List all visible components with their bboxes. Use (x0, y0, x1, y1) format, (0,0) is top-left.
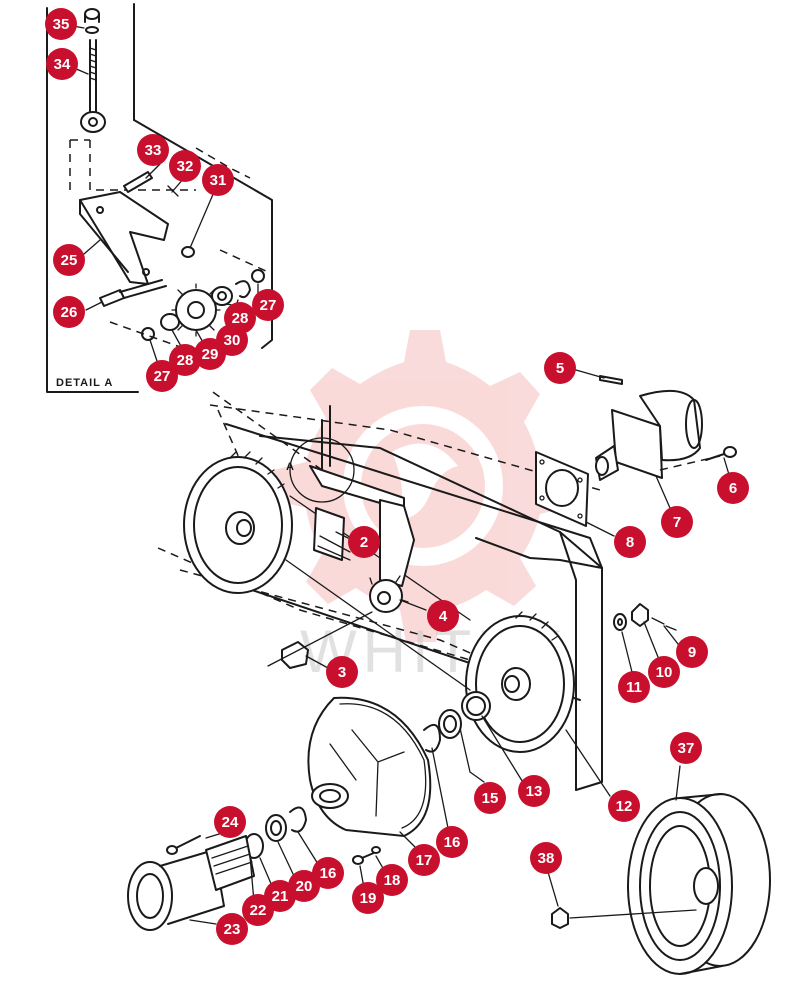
svg-text:27: 27 (260, 297, 277, 314)
svg-text:15: 15 (482, 790, 499, 807)
hydraulic-motor (595, 389, 721, 481)
svg-text:29: 29 (202, 346, 219, 363)
svg-text:11: 11 (626, 679, 642, 696)
callout-23: 23 (216, 913, 248, 945)
svg-text:25: 25 (61, 252, 78, 269)
callout-33: 33 (137, 134, 169, 166)
callout-18: 18 (376, 864, 408, 896)
svg-text:3: 3 (338, 664, 346, 681)
main-assembly: A (127, 375, 771, 975)
svg-text:37: 37 (678, 740, 695, 757)
callout-8: 8 (614, 526, 646, 558)
callout-27-lower: 27 (146, 360, 178, 392)
spider-bracket (307, 696, 432, 837)
callout-13: 13 (518, 775, 550, 807)
svg-text:33: 33 (145, 142, 162, 159)
callout-2: 2 (348, 526, 380, 558)
callout-27-upper: 27 (252, 289, 284, 321)
svg-text:23: 23 (224, 921, 241, 938)
callout-9: 9 (676, 636, 708, 668)
svg-text:16: 16 (320, 865, 337, 882)
callout-16-upper: 16 (436, 826, 468, 858)
callout-38: 38 (530, 842, 562, 874)
large-drive-sprocket-right (465, 611, 575, 753)
svg-text:10: 10 (656, 664, 673, 681)
detail-a-parts (69, 8, 269, 355)
svg-text:32: 32 (177, 158, 194, 175)
svg-text:28: 28 (232, 310, 249, 327)
callouts: 35 34 33 32 31 25 26 27 28 30 29 28 27 5… (45, 8, 749, 945)
sprocket-detail (171, 283, 221, 337)
svg-text:16: 16 (444, 834, 461, 851)
callout-22: 22 (242, 894, 274, 926)
callout-5: 5 (544, 352, 576, 384)
wheel-rim (627, 793, 771, 975)
svg-text:13: 13 (526, 783, 543, 800)
svg-text:17: 17 (416, 852, 433, 869)
tensioner-assembly (209, 389, 415, 613)
svg-text:24: 24 (222, 814, 239, 831)
callout-7: 7 (661, 506, 693, 538)
callout-29: 29 (194, 338, 226, 370)
callout-34: 34 (46, 48, 78, 80)
callout-32: 32 (169, 150, 201, 182)
wheel-hub-shaft (127, 835, 255, 931)
svg-text:28: 28 (177, 352, 194, 369)
svg-text:19: 19 (360, 890, 377, 907)
svg-text:7: 7 (673, 514, 681, 531)
callout-11: 11 (618, 671, 650, 703)
callout-35: 35 (45, 8, 77, 40)
callout-25: 25 (53, 244, 85, 276)
view-a-marker: A (286, 461, 295, 473)
callout-4: 4 (427, 600, 459, 632)
leader-lines (72, 25, 731, 925)
callout-20: 20 (288, 870, 320, 902)
callout-15: 15 (474, 782, 506, 814)
svg-text:26: 26 (61, 304, 78, 321)
svg-text:20: 20 (296, 878, 313, 895)
callout-17: 17 (408, 844, 440, 876)
large-drive-sprocket-left (183, 451, 293, 594)
callout-37: 37 (670, 732, 702, 764)
svg-text:35: 35 (53, 16, 70, 33)
callout-26: 26 (53, 296, 85, 328)
detail-a-frame: DETAIL A (46, 3, 273, 393)
svg-text:6: 6 (729, 480, 737, 497)
svg-text:18: 18 (384, 872, 401, 889)
svg-text:8: 8 (626, 534, 634, 551)
svg-text:30: 30 (224, 332, 241, 349)
callout-19: 19 (352, 882, 384, 914)
svg-text:2: 2 (360, 534, 368, 551)
svg-text:22: 22 (250, 902, 267, 919)
callout-10: 10 (648, 656, 680, 688)
callout-6: 6 (717, 472, 749, 504)
svg-text:12: 12 (616, 798, 633, 815)
svg-text:38: 38 (538, 850, 555, 867)
callout-24: 24 (214, 806, 246, 838)
callout-16-lower: 16 (312, 857, 344, 889)
callout-28-lower: 28 (169, 344, 201, 376)
callout-12: 12 (608, 790, 640, 822)
svg-text:27: 27 (154, 368, 171, 385)
detail-a-label: DETAIL A (56, 377, 113, 389)
svg-text:9: 9 (688, 644, 696, 661)
svg-text:4: 4 (439, 608, 448, 625)
callout-31: 31 (202, 164, 234, 196)
callout-3: 3 (326, 656, 358, 688)
svg-text:5: 5 (556, 360, 564, 377)
svg-text:34: 34 (54, 56, 71, 73)
svg-text:31: 31 (210, 172, 227, 189)
svg-text:21: 21 (272, 888, 289, 905)
